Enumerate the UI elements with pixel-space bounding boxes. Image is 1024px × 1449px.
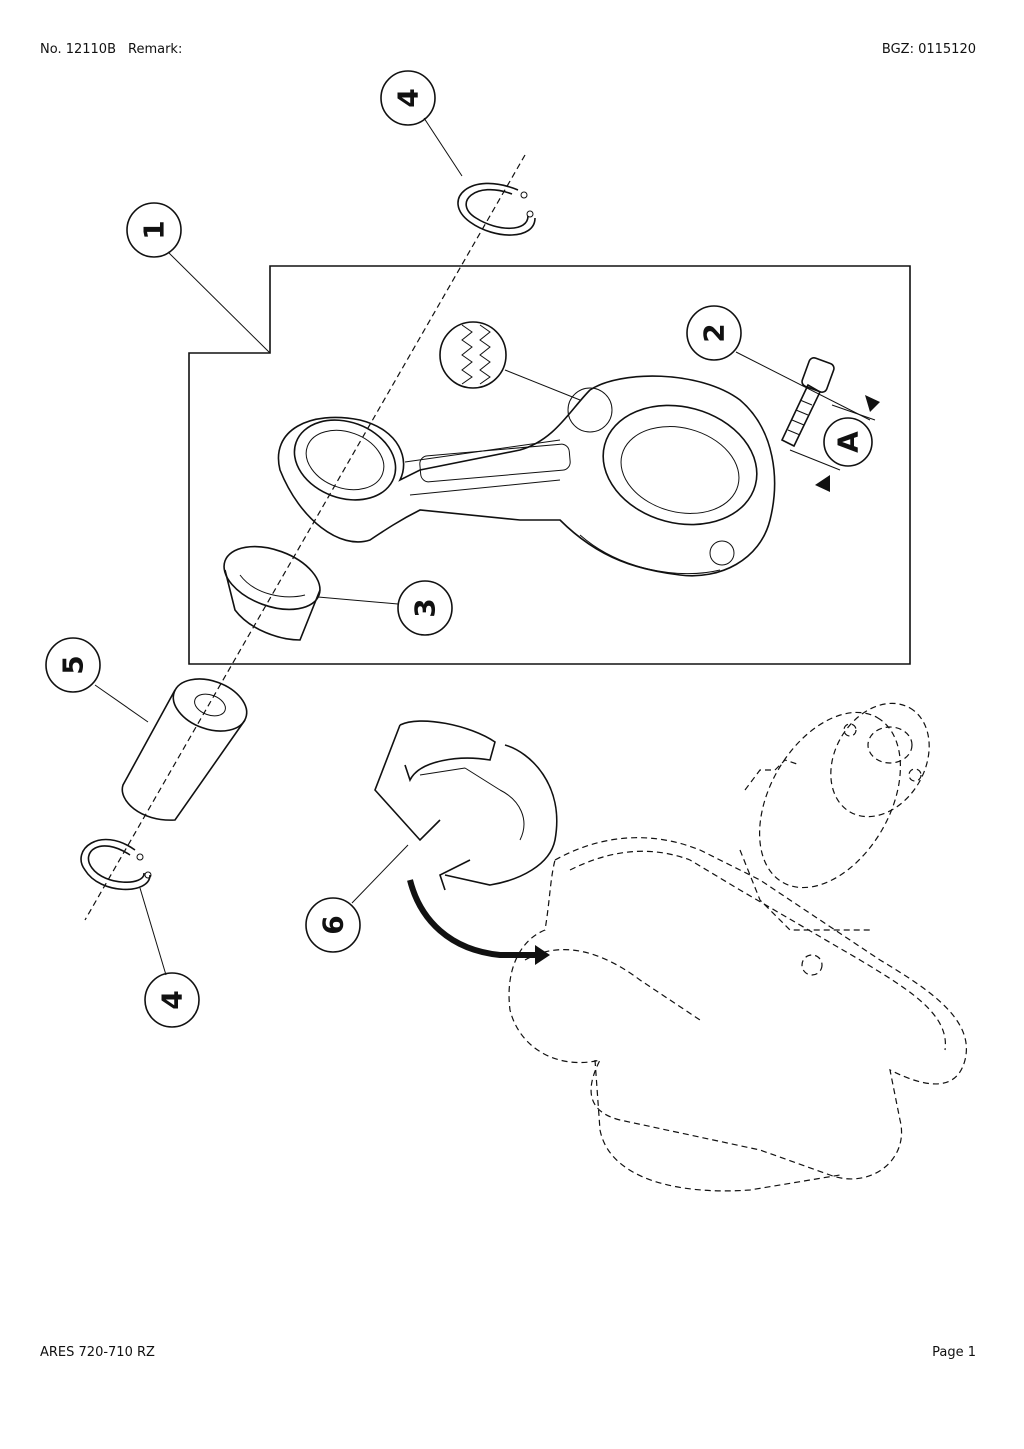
callout-1: 1: [126, 202, 182, 258]
callout-4-bottom-label: 4: [156, 990, 189, 1009]
leader-3: [317, 596, 399, 605]
leader-2: [735, 351, 871, 421]
bgz-code: BGZ: 0115120: [881, 42, 976, 57]
callout-2: 2: [686, 305, 742, 361]
install-arrow: [407, 879, 550, 965]
callout-4-bottom: 4: [144, 972, 200, 1028]
rod-bolt: [780, 357, 835, 448]
leader-4-top: [423, 117, 463, 177]
leader-5: [94, 684, 149, 723]
callout-a-label: A: [832, 431, 865, 453]
callout-5: 5: [45, 637, 101, 693]
callout-6-label: 6: [317, 915, 350, 934]
page-number: Page 1: [932, 1345, 976, 1360]
leader-4-bottom: [139, 887, 167, 976]
serration-detail: [439, 321, 581, 401]
callout-6: 6: [305, 897, 361, 953]
snap-ring-bottom: [80, 838, 152, 891]
detail-a-marker: [789, 395, 880, 492]
callout-4-top-label: 4: [392, 88, 425, 107]
callout-5-label: 5: [57, 655, 90, 674]
connecting-rod: [277, 375, 776, 577]
leader-6: [351, 844, 409, 904]
header-left: No. 12110B Remark:: [40, 42, 182, 57]
bearing-shells: [374, 720, 558, 891]
piston-pin: [121, 678, 248, 821]
callout-2-label: 2: [698, 323, 731, 342]
leader-1: [167, 251, 271, 354]
callout-3-label: 3: [409, 598, 442, 617]
callout-1-label: 1: [138, 220, 171, 239]
callout-3: 3: [397, 580, 453, 636]
center-axis: [84, 154, 526, 921]
snap-ring-top: [457, 182, 536, 236]
callout-4-top: 4: [380, 70, 436, 126]
drawing-number: No. 12110B: [40, 42, 116, 57]
crankshaft-reference: [508, 702, 967, 1192]
small-end-bushing: [223, 545, 321, 641]
callout-a: A: [823, 417, 873, 467]
model-name: ARES 720-710 RZ: [40, 1345, 155, 1360]
remark-label: Remark:: [128, 42, 183, 57]
